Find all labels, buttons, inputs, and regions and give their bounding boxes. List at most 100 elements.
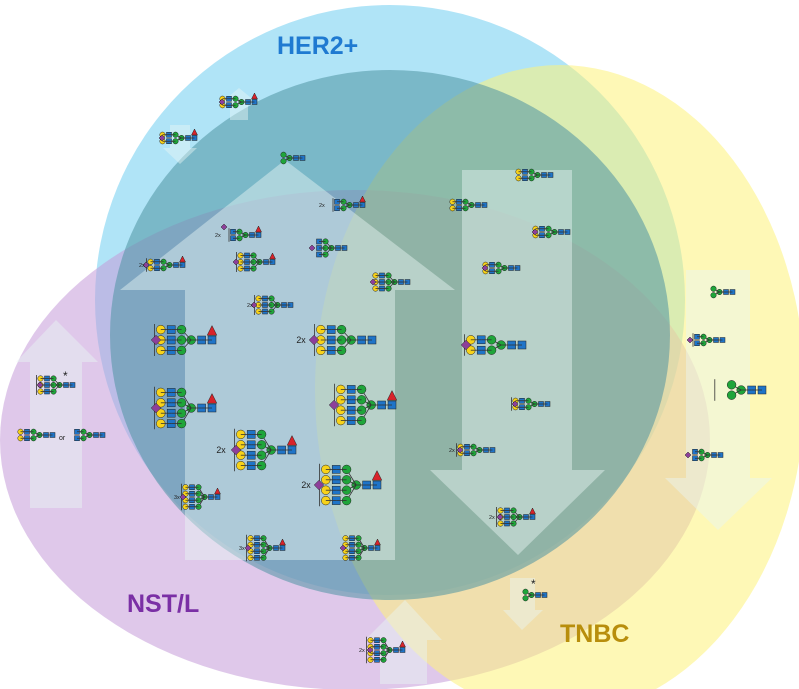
her2-label: HER2+ bbox=[277, 32, 359, 60]
up-arrow-large bbox=[120, 160, 455, 560]
green-circle-icon bbox=[280, 151, 287, 158]
glycan-structure bbox=[460, 334, 527, 356]
purple-diamond-icon bbox=[339, 544, 347, 552]
small-down-arrow-tnbc bbox=[503, 578, 543, 630]
purple-diamond-icon bbox=[460, 339, 472, 351]
glycan-structure bbox=[232, 252, 276, 272]
green-circle-icon bbox=[280, 158, 287, 165]
glycan-structure bbox=[531, 225, 571, 239]
glycan-structure: 2x bbox=[319, 195, 366, 212]
purple-diamond-icon bbox=[36, 381, 44, 389]
glycan-structure bbox=[280, 151, 306, 165]
glycan-structure bbox=[328, 383, 398, 427]
glycan-structure: 2x bbox=[301, 463, 383, 507]
red-triangle-icon bbox=[269, 252, 276, 260]
glycan-structure: 3x bbox=[239, 534, 286, 562]
purple-diamond-icon bbox=[179, 493, 187, 501]
multiplier-label: 2x bbox=[489, 515, 495, 521]
red-triangle-icon bbox=[371, 470, 383, 481]
purple-diamond-icon bbox=[456, 446, 464, 454]
purple-diamond-icon bbox=[511, 400, 519, 408]
right-down-arrow bbox=[665, 270, 772, 530]
multiplier-label: 2x bbox=[296, 335, 306, 345]
multiplier-label: 3x bbox=[239, 546, 245, 552]
red-triangle-icon bbox=[206, 325, 218, 336]
glycan-structure: 2x bbox=[216, 428, 298, 472]
glycan-structure bbox=[158, 128, 198, 145]
glycan-structure: 2x bbox=[449, 443, 496, 457]
green-circle-icon bbox=[710, 285, 717, 292]
purple-diamond-icon bbox=[369, 278, 377, 286]
glycan-structure bbox=[150, 386, 218, 430]
glycan-structure bbox=[36, 375, 76, 395]
purple-diamond-icon bbox=[150, 402, 162, 414]
multiplier-label: 2x bbox=[139, 263, 145, 269]
glycan-structures: 2x 2x 2x 2x 2x 2x 2x 3x 3x 2x 2x 2x * * or bbox=[17, 92, 767, 664]
glycan-structure bbox=[17, 428, 56, 442]
glycan-structure bbox=[339, 535, 381, 561]
red-triangle-icon bbox=[529, 507, 536, 515]
glycan-structure: 2x bbox=[139, 255, 186, 272]
glycan-structure bbox=[710, 285, 736, 299]
multiplier-label: 2x bbox=[319, 203, 325, 209]
down-arrow-large bbox=[430, 170, 605, 555]
glycan-structure bbox=[686, 333, 726, 347]
red-triangle-icon bbox=[399, 640, 406, 648]
nst-label: NST/L bbox=[127, 590, 200, 618]
bottom-up-arrow bbox=[365, 600, 442, 684]
red-triangle-icon bbox=[359, 195, 366, 203]
green-circle-icon bbox=[522, 588, 529, 595]
purple-diamond-icon bbox=[531, 228, 539, 236]
asterisk-label: * bbox=[63, 369, 68, 383]
purple-diamond-icon bbox=[366, 646, 374, 654]
purple-diamond-icon bbox=[158, 134, 166, 142]
purple-diamond-icon bbox=[232, 258, 240, 266]
red-triangle-icon bbox=[251, 92, 258, 100]
red-triangle-icon bbox=[191, 128, 198, 136]
purple-diamond-icon bbox=[328, 399, 340, 411]
green-circle-icon bbox=[710, 292, 717, 299]
glycan-structure: 2x bbox=[489, 507, 536, 527]
glycan-structure bbox=[481, 261, 521, 275]
purple-diamond-icon bbox=[686, 336, 694, 344]
purple-diamond-icon bbox=[481, 264, 489, 272]
glycan-structure bbox=[308, 238, 348, 258]
or-label: or bbox=[59, 435, 66, 442]
left-up-arrow bbox=[16, 320, 98, 508]
purple-diamond-icon bbox=[313, 479, 325, 491]
green-circle-icon bbox=[522, 595, 529, 602]
glycan-structure: 2x bbox=[296, 324, 377, 356]
red-triangle-icon bbox=[206, 393, 218, 404]
purple-diamond-icon bbox=[218, 98, 226, 106]
multiplier-label: 2x bbox=[216, 445, 226, 455]
asterisk-label: * bbox=[531, 577, 536, 591]
glycan-structure bbox=[150, 324, 218, 356]
purple-diamond-icon bbox=[220, 223, 228, 231]
multiplier-label: 2x bbox=[247, 303, 253, 309]
green-circle-icon bbox=[726, 390, 737, 400]
purple-diamond-icon bbox=[142, 261, 150, 269]
glycan-structure bbox=[218, 92, 258, 109]
purple-diamond-icon bbox=[244, 544, 252, 552]
multiplier-label: 2x bbox=[215, 233, 221, 239]
red-triangle-icon bbox=[386, 390, 398, 401]
glycan-structure bbox=[74, 428, 106, 442]
glycan-structure bbox=[449, 198, 488, 212]
venn-circles bbox=[0, 5, 799, 689]
purple-diamond-icon bbox=[150, 334, 162, 346]
purple-diamond-icon bbox=[308, 334, 320, 346]
purple-diamond-icon bbox=[496, 513, 504, 521]
glycan-structure: 3x bbox=[174, 483, 221, 511]
glycan-structure bbox=[515, 168, 554, 182]
purple-diamond-icon bbox=[250, 301, 258, 309]
purple-diamond-icon bbox=[230, 444, 242, 456]
glycan-structure bbox=[522, 588, 548, 602]
purple-diamond-icon bbox=[308, 244, 316, 252]
multiplier-label: 2x bbox=[359, 648, 365, 654]
arrows bbox=[16, 88, 772, 684]
red-triangle-icon bbox=[374, 538, 381, 546]
purple-diamond-icon bbox=[684, 451, 692, 459]
multiplier-label: 2x bbox=[449, 448, 455, 454]
glycan-structure bbox=[369, 272, 411, 292]
tnbc-label: TNBC bbox=[560, 620, 630, 648]
